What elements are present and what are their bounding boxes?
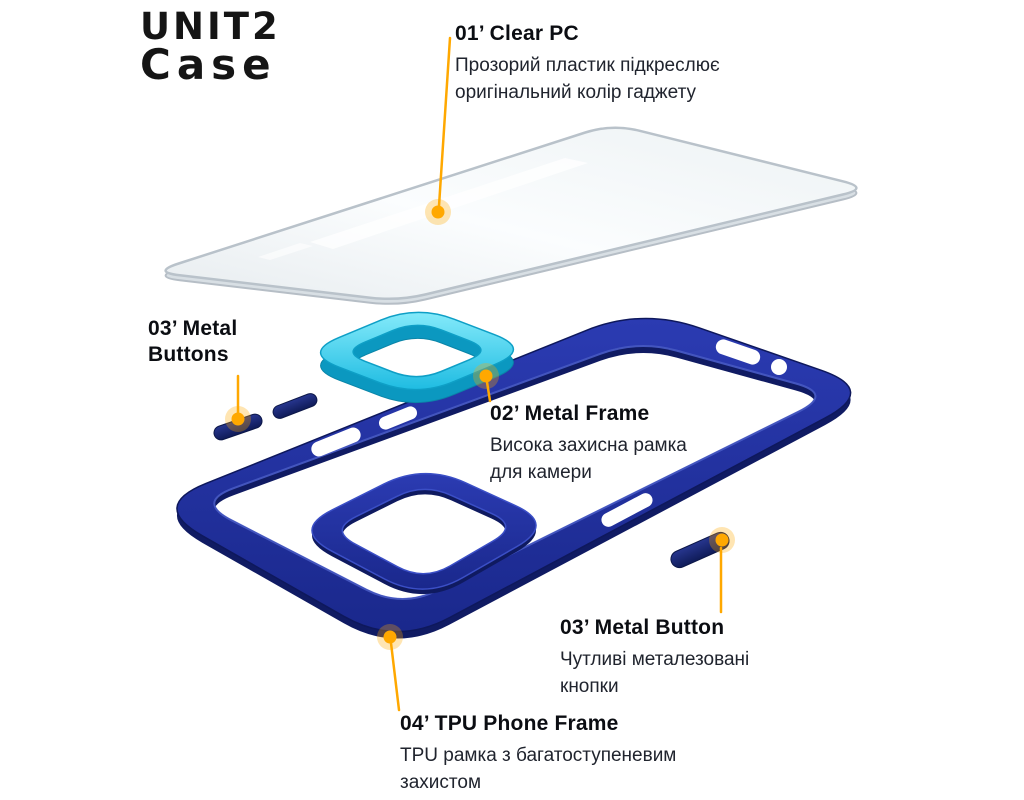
callout-dot-metal-frame xyxy=(479,369,493,383)
callout-metal-frame: 02’ Metal Frame Висока захисна рамка для… xyxy=(490,402,695,487)
brand-logo: UNIT2 Case xyxy=(140,8,281,85)
mute-switch-hole xyxy=(771,359,787,375)
button-slot xyxy=(378,406,418,430)
callout-metal-button-title: 03’ Metal Button xyxy=(560,616,725,639)
callout-line-metal-frame xyxy=(485,380,492,403)
brand-logo-line1: UNIT2 xyxy=(140,5,281,48)
callout-clear-pc-desc: Прозорий пластик підкреслює оригінальний… xyxy=(455,55,720,103)
callout-clear-pc-title: 01’ Clear PC xyxy=(455,22,579,45)
sheet-reflection xyxy=(310,158,588,249)
callout-tpu-frame-desc: TPU рамка з багатоступеневим захистом xyxy=(400,745,677,793)
callout-metal-buttons: 03’ Metal Buttons xyxy=(148,316,258,369)
callout-lines xyxy=(236,36,723,712)
callout-dot-metal-button xyxy=(715,533,729,547)
callout-dot-tpu-frame xyxy=(383,630,397,644)
case-cutouts xyxy=(311,339,787,527)
metal-button-left-top xyxy=(272,393,318,419)
brand-logo-line2: Case xyxy=(140,40,277,89)
callout-metal-frame-title: 02’ Metal Frame xyxy=(490,402,650,425)
top-button-slot xyxy=(715,339,761,365)
callout-dots xyxy=(225,199,735,650)
side-button-slot xyxy=(601,493,653,527)
callout-metal-buttons-title: 03’ Metal Buttons xyxy=(148,317,238,367)
clear-pc-panel xyxy=(164,126,858,305)
sheet-reflection xyxy=(258,243,313,260)
callout-metal-button-desc: Чутливі металезовані кнопки xyxy=(560,649,750,697)
callout-line-clear-pc xyxy=(437,36,452,208)
metal-buttons xyxy=(213,393,730,569)
callout-line-tpu-frame xyxy=(389,641,401,712)
callout-clear-pc: 01’ Clear PC Прозорий пластик підкреслює… xyxy=(455,22,775,107)
callout-metal-button: 03’ Metal Button Чутливі металезовані кн… xyxy=(560,616,785,701)
callout-dot-metal-buttons xyxy=(231,412,245,426)
callout-tpu-frame-title: 04’ TPU Phone Frame xyxy=(400,712,619,735)
tpu-case-body xyxy=(176,317,852,639)
button-slot xyxy=(311,427,361,457)
metal-button-right xyxy=(670,531,730,569)
callout-dot-clear-pc xyxy=(431,205,445,219)
callout-tpu-frame: 04’ TPU Phone Frame TPU рамка з багатост… xyxy=(400,712,700,797)
callout-metal-frame-desc: Висока захисна рамка для камери xyxy=(490,435,687,483)
